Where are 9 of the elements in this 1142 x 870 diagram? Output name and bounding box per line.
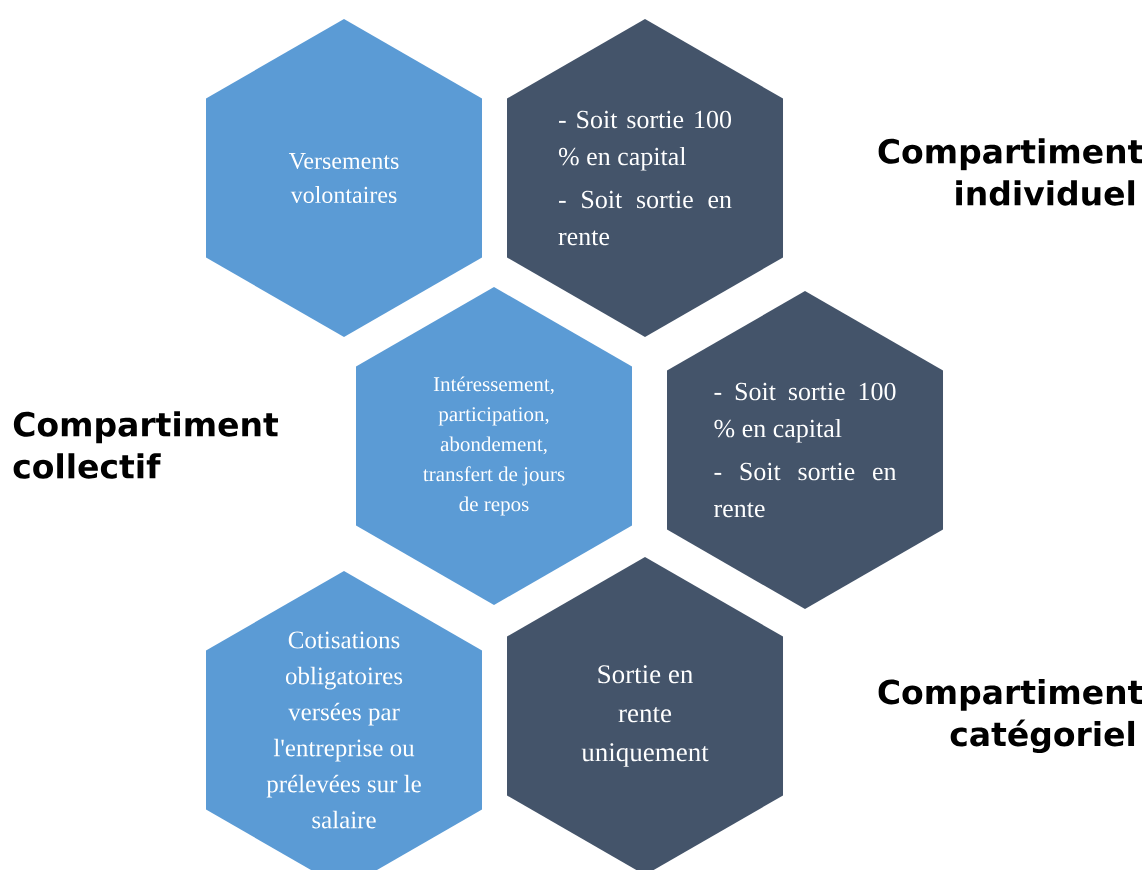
hexagon: Intéressement, participation, abondement, transfert de jours de repos bbox=[356, 287, 632, 605]
section-heading: Compartiment collectif bbox=[13, 411, 278, 479]
section-heading: Compartiment catégoriel bbox=[878, 678, 1142, 754]
hexagon: Sortie en rente uniquement bbox=[507, 557, 783, 870]
hexagon: Cotisations obligatoires versées par l'entreprise ou prélevées sur le salaire bbox=[206, 571, 482, 870]
hexagon: Versements volontaires bbox=[206, 19, 482, 337]
hexagon: - Soit sortie 100 % en capital - Soit sortie en rente bbox=[667, 291, 943, 609]
section-heading: Compartiment individuel bbox=[878, 138, 1142, 206]
hexagon: - Soit sortie 100 % en capital - Soit sortie en rente bbox=[507, 19, 783, 337]
